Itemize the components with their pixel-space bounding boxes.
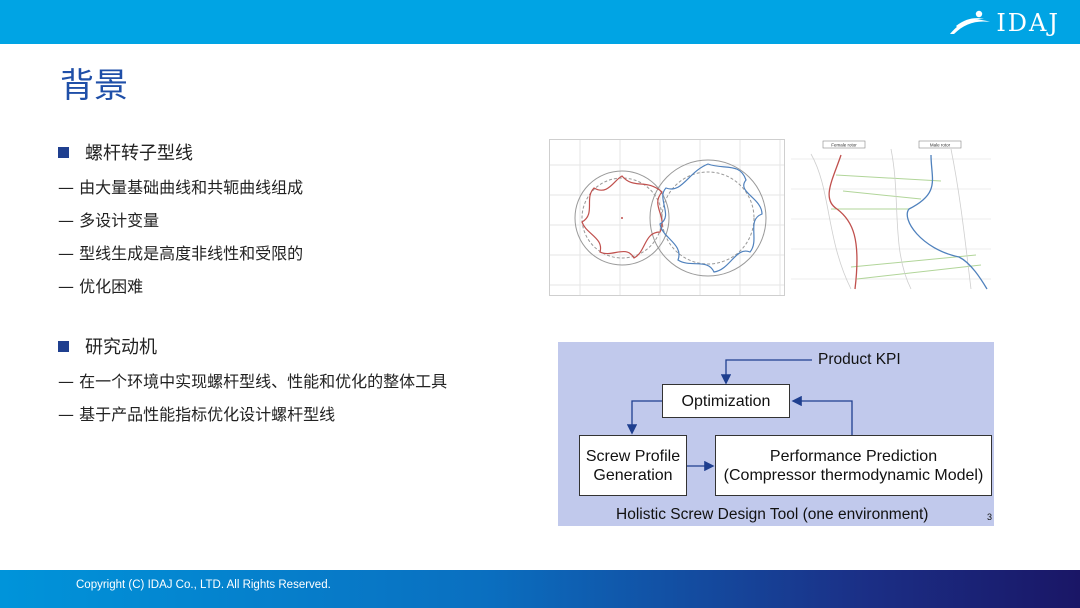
- heading-text: 螺杆转子型线: [85, 143, 193, 164]
- company-logo: IDAJ: [946, 8, 1060, 38]
- male-rotor-label: Male rotor: [930, 143, 951, 148]
- product-kpi-label: Product KPI: [818, 351, 901, 368]
- list-item: — 基于产品性能指标优化设计螺杆型线: [58, 405, 336, 424]
- screw-profile-line1: Screw Profile: [585, 447, 681, 465]
- bullet-square-icon: [58, 340, 69, 352]
- list-item: — 在一个环境中实现螺杆型线、性能和优化的整体工具: [58, 372, 448, 391]
- image-page-number: 3: [987, 512, 993, 522]
- footer-bar: Copyright (C) IDAJ Co., LTD. All Rights …: [0, 570, 1080, 608]
- performance-line1: Performance Prediction: [769, 447, 938, 465]
- female-rotor-label: Female rotor: [831, 143, 857, 148]
- list-item: — 型线生成是高度非线性和受限的: [58, 244, 304, 263]
- list-item: — 多设计变量: [58, 211, 160, 230]
- rotor-profile-image: [549, 139, 785, 296]
- design-tool-flowchart: Product KPI Optimization Screw Profile G…: [558, 342, 994, 526]
- performance-line2: (Compressor thermodynamic Model): [723, 466, 984, 484]
- performance-prediction-box: Performance Prediction (Compressor therm…: [715, 435, 992, 496]
- bullet-square-icon: [58, 146, 69, 158]
- conjugate-curve-image: Female rotor Male rotor: [791, 139, 991, 294]
- heading-text: 研究动机: [85, 337, 157, 358]
- optimization-label: Optimization: [681, 392, 771, 410]
- logo-swoosh-icon: [950, 10, 991, 34]
- slide-title: 背景: [60, 66, 128, 106]
- flowchart-caption: Holistic Screw Design Tool (one environm…: [616, 506, 929, 523]
- section-heading: 研究动机: [58, 333, 447, 359]
- section-rotor-profile: 螺杆转子型线 — 由大量基础曲线和共轭曲线组成 — 多设计变量 — 型线生成是高…: [58, 139, 303, 297]
- screw-profile-line2: Generation: [593, 466, 673, 484]
- list-item: — 由大量基础曲线和共轭曲线组成: [58, 178, 304, 197]
- top-bar: IDAJ: [0, 0, 1080, 44]
- screw-profile-box: Screw Profile Generation: [579, 435, 687, 496]
- list-item: — 优化困难: [58, 277, 144, 296]
- optimization-box: Optimization: [662, 384, 790, 418]
- copyright-text: Copyright (C) IDAJ Co., LTD. All Rights …: [76, 579, 331, 591]
- section-heading: 螺杆转子型线: [58, 139, 303, 165]
- section-motivation: 研究动机 — 在一个环境中实现螺杆型线、性能和优化的整体工具 — 基于产品性能指…: [58, 333, 447, 425]
- logo-text: IDAJ: [996, 9, 1060, 37]
